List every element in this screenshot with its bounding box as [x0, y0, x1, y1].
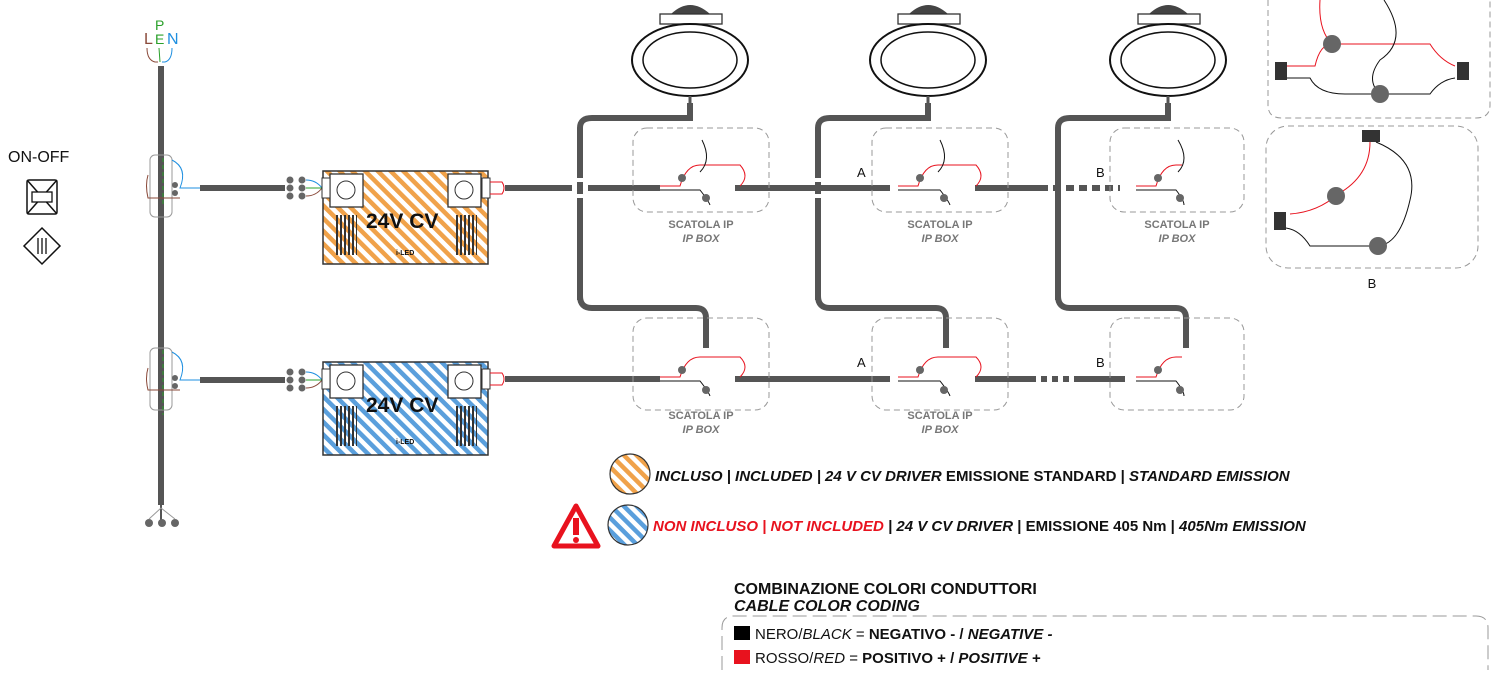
ip-box-1-sublabel: IP BOX: [683, 233, 721, 245]
driver-included: 24V CV i-LED: [321, 170, 491, 265]
box-terminals: [678, 174, 1184, 394]
black-swatch: [734, 626, 750, 640]
cable-red-row: ROSSO/RED = POSITIVO + / POSITIVE +: [755, 650, 1041, 667]
not-included-swatch: [607, 504, 649, 546]
legend-included-part2: EMISSIONE STANDARD |: [942, 468, 1129, 485]
cable-black-row: NERO/BLACK = NEGATIVO - / NEGATIVE -: [755, 626, 1052, 643]
on-off-control: ON-OFF: [8, 149, 70, 266]
included-swatch: [609, 453, 651, 495]
ip-box-5-label: SCATOLA IP: [907, 410, 972, 422]
red-swatch: [734, 650, 750, 664]
phase-n-label: N: [167, 31, 179, 48]
cable-red-meaning-en: POSITIVE +: [958, 650, 1040, 667]
cable-black-eq: =: [852, 626, 869, 643]
ip-box-outlines: [632, 127, 1245, 411]
driver-not-included-label: 24V CV: [366, 394, 438, 417]
legend-not-included-part2: | 24 V CV DRIVER: [884, 518, 1017, 535]
driver-not-included: 24V CV i-LED: [321, 361, 491, 456]
legend-included: INCLUSO | INCLUDED | 24 V CV DRIVER EMIS…: [609, 453, 1291, 495]
vertical-loops: [577, 103, 1189, 348]
ip-box-3-label: SCATOLA IP: [1144, 219, 1209, 231]
class-three-icon: [22, 226, 62, 266]
ip-box-4-label: SCATOLA IP: [668, 410, 733, 422]
driver-included-brand: i-LED: [396, 250, 414, 257]
phase-pe-p-label: P: [155, 17, 164, 33]
downlight-3: [1109, 5, 1227, 104]
ip-box-4-sublabel: IP BOX: [683, 424, 721, 436]
tap-junction-bottom: [146, 347, 323, 415]
cable-black-en: BLACK: [803, 626, 853, 643]
cable-breaks: [575, 178, 823, 198]
legend-not-included-part3: | EMISSIONE 405 Nm |: [1017, 518, 1179, 535]
cable-color-coding: COMBINAZIONE COLORI CONDUTTORI CABLE COL…: [721, 581, 1489, 670]
cable-coding-title: COMBINAZIONE COLORI CONDUTTORI: [734, 581, 1037, 598]
marker-b-top: B: [1096, 165, 1105, 180]
phase-l-label: L: [144, 31, 153, 48]
detail-a: [1267, 0, 1491, 119]
tap-junction-top: [146, 154, 323, 218]
ip-box-1-label: SCATOLA IP: [668, 219, 733, 231]
cable-red-eq: =: [845, 650, 862, 667]
downlight-1: [631, 5, 749, 104]
marker-a-bottom: A: [857, 355, 866, 370]
cable-red-en: RED: [813, 650, 845, 667]
cable-black-meaning-en: NEGATIVE -: [968, 626, 1053, 643]
legend-not-included: NON INCLUSO | NOT INCLUDED | 24 V CV DRI…: [551, 503, 1307, 549]
ip-box-2-sublabel: IP BOX: [922, 233, 960, 245]
legend-included-text: INCLUSO | INCLUDED | 24 V CV DRIVER EMIS…: [655, 468, 1291, 485]
driver-not-included-brand: i-LED: [396, 439, 414, 446]
marker-b-bottom: B: [1096, 355, 1105, 370]
cable-coding-subtitle: CABLE COLOR CODING: [734, 598, 920, 615]
driver-included-label: 24V CV: [366, 210, 438, 233]
on-off-label: ON-OFF: [8, 149, 70, 166]
output-cables: [490, 181, 1125, 386]
legend-included-part3: STANDARD EMISSION: [1129, 468, 1291, 485]
ip-box-2-label: SCATOLA IP: [907, 219, 972, 231]
legend-not-included-part4: 405Nm EMISSION: [1178, 518, 1307, 535]
switch-icon: [26, 179, 58, 215]
legend-included-part1: INCLUSO | INCLUDED | 24 V CV DRIVER: [655, 468, 942, 485]
ip-box-3-sublabel: IP BOX: [1159, 233, 1197, 245]
detail-b-label: B: [1368, 276, 1377, 291]
mains-trunk: [145, 47, 179, 527]
ip-box-5-sublabel: IP BOX: [922, 424, 960, 436]
cable-black-it: NERO/: [755, 626, 803, 643]
cable-red-meaning-it: POSITIVO + /: [862, 650, 958, 667]
phase-pe-e-label: E: [155, 31, 164, 47]
marker-a-top: A: [857, 165, 866, 180]
cable-black-meaning-it: NEGATIVO - /: [869, 626, 968, 643]
legend-not-included-text: NON INCLUSO | NOT INCLUDED | 24 V CV DRI…: [653, 518, 1307, 535]
warning-icon: [551, 503, 601, 549]
detail-b: B: [1265, 125, 1479, 291]
cable-red-it: ROSSO/: [755, 650, 814, 667]
legend-not-included-part1: NON INCLUSO | NOT INCLUDED: [653, 518, 884, 535]
downlight-2: [869, 5, 987, 104]
